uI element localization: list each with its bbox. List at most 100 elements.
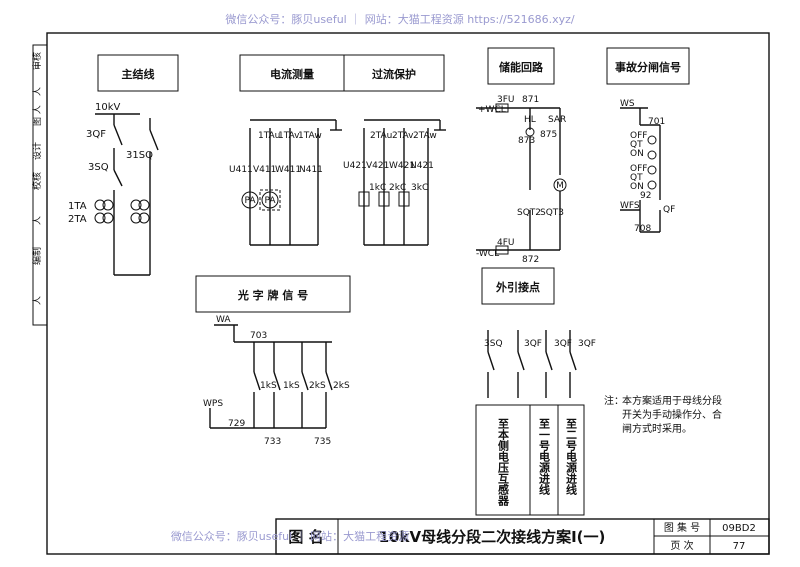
section-title-storage: 储能回路 — [499, 60, 544, 74]
switch-label: SAR — [548, 115, 566, 125]
light-panel-circuit — [209, 324, 333, 429]
section-box-overcurrent — [343, 54, 445, 92]
node-label: 872 — [522, 255, 539, 265]
ct-label: 2TAw — [413, 131, 437, 141]
contact-label: OFF — [630, 164, 647, 174]
relay-label: 2kC — [389, 183, 406, 193]
drawing-frame — [46, 32, 770, 555]
section-title-main-bus: 主结线 — [122, 67, 155, 81]
wire-label: N421 — [410, 161, 434, 171]
contact-label: ON — [630, 182, 644, 192]
drawing-title: 10kV母线分段二次接线方案Ⅰ(一) — [379, 528, 606, 546]
title-block — [275, 518, 770, 555]
node-label: 729 — [228, 419, 245, 429]
destination-label: 至二号电源进线 — [565, 418, 578, 496]
limit-switch-label: SQT3 — [540, 208, 564, 218]
section-box-main-bus — [97, 54, 179, 92]
atlas-label: 图 集 号 — [664, 521, 700, 534]
destination-label: 至本侧电压互感器 — [497, 418, 511, 507]
contact-label: 3QF — [524, 339, 542, 349]
external-contacts-circuit — [475, 330, 585, 516]
watermark-top: 微信公众号：豚贝useful ｜ 网站：大猫工程资源 https://52168… — [225, 12, 575, 26]
contact-label: 3QF — [578, 339, 596, 349]
section-title-trip-signal: 事故分闸信号 — [615, 60, 681, 74]
bus-voltage-label: 10kV — [95, 102, 121, 113]
switch-label: 1kS — [283, 381, 300, 391]
section-title-current-measure: 电流测量 — [270, 67, 314, 81]
side-label: 编制 — [31, 247, 43, 265]
bus-label: WA — [216, 315, 231, 325]
section-box-external — [481, 267, 555, 305]
node-label: 92 — [640, 191, 651, 201]
section-box-storage — [487, 47, 555, 85]
relay-label: 1kC — [369, 183, 386, 193]
switch-label: 2kS — [309, 381, 326, 391]
node-label: 733 — [264, 437, 281, 447]
contact-label: QT — [630, 173, 643, 183]
wire-label: V421 — [366, 161, 389, 171]
node-label: 871 — [522, 95, 539, 105]
node-label: 701 — [648, 117, 665, 127]
switch-label: 1kS — [260, 381, 277, 391]
overcurrent-circuit — [358, 119, 446, 246]
page-label: 页 次 — [670, 539, 693, 552]
node-label: 735 — [314, 437, 331, 447]
ammeter-label: PA — [264, 196, 276, 206]
node-label: 708 — [634, 224, 651, 234]
bus-label: -WCL — [476, 249, 499, 259]
node-label: 703 — [250, 331, 267, 341]
bus-label: WFS — [620, 201, 640, 211]
side-label: 人 — [32, 87, 43, 96]
wire-label: V411 — [253, 165, 276, 175]
storage-circuit — [476, 103, 567, 255]
note-line: 本方案适用于母线分段 — [622, 394, 722, 407]
fuse-label: 4FU — [497, 238, 515, 248]
ct-label: 1TAu — [258, 131, 280, 141]
trip-signal-circuit — [620, 107, 661, 233]
ct-label: 2TAv — [392, 131, 414, 141]
side-label: 审核 — [31, 52, 43, 70]
atlas-number: 09BD2 — [722, 523, 756, 534]
note-prefix: 注： — [604, 394, 624, 407]
breaker-label: QF — [663, 205, 675, 215]
contact-label: OFF — [630, 131, 647, 141]
breaker-label: 3QF — [86, 129, 106, 140]
page-number: 77 — [733, 541, 746, 552]
switch-label: 2kS — [333, 381, 350, 391]
main-bus-circuit — [94, 114, 159, 276]
bus-label: WS — [620, 99, 635, 109]
destination-label: 至一号电源进线 — [538, 418, 551, 496]
ct-label: 1TAw — [298, 131, 322, 141]
ct-label-2: 2TA — [68, 214, 87, 225]
switch-label-2: 31SQ — [126, 150, 153, 161]
side-label: 校核 — [31, 172, 43, 190]
wire-label: U411 — [229, 165, 253, 175]
bus-label: +WCL — [478, 105, 506, 115]
wire-label: N411 — [299, 165, 323, 175]
note-line: 闸方式时采用。 — [622, 422, 692, 435]
watermark-bottom: 微信公众号：豚贝useful ｜ 网站：大猫工程资源 — [171, 529, 409, 543]
title-label: 图 名 — [288, 528, 323, 546]
contact-label: QT — [630, 140, 643, 150]
section-box-light-panel — [195, 275, 351, 313]
side-strip — [32, 44, 48, 326]
section-title-overcurrent: 过流保护 — [372, 67, 416, 81]
side-label: 图 人 — [32, 105, 43, 126]
contact-label: 3QF — [554, 339, 572, 349]
fuse-label: 3FU — [497, 95, 515, 105]
limit-switch-label: SQT2 — [517, 208, 541, 218]
side-label: 人 — [32, 216, 43, 225]
ct-label: 2TAu — [370, 131, 392, 141]
contact-label: 3SQ — [484, 339, 503, 349]
wire-label: W411 — [275, 165, 301, 175]
note-line: 开关为手动操作分、合 — [622, 408, 722, 421]
node-label: 875 — [540, 130, 557, 140]
contact-label: ON — [630, 149, 644, 159]
node-label: 873 — [518, 136, 535, 146]
section-box-trip-signal — [606, 47, 690, 85]
ct-label: 1TAv — [278, 131, 300, 141]
bus-label: WPS — [203, 399, 223, 409]
lamp-label: HL — [524, 115, 536, 125]
current-measure-circuit — [241, 119, 342, 246]
